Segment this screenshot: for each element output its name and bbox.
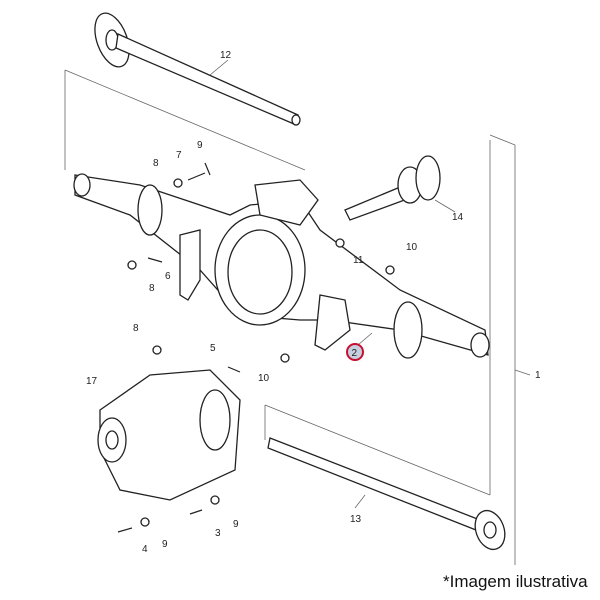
label-8[interactable]: 8 xyxy=(149,283,155,294)
label-10[interactable]: 10 xyxy=(406,242,418,253)
label-9[interactable]: 9 xyxy=(197,140,203,151)
part-labels: 12 9 7 8 14 11 10 6 8 2 1 8 5 10 17 13 9… xyxy=(86,50,541,555)
label-17[interactable]: 17 xyxy=(86,376,98,387)
label-6[interactable]: 6 xyxy=(165,271,171,282)
leader-lines xyxy=(209,59,456,509)
label-10[interactable]: 10 xyxy=(258,373,270,384)
label-8[interactable]: 8 xyxy=(133,323,139,334)
pinion-yoke xyxy=(344,155,441,221)
label-4[interactable]: 4 xyxy=(142,544,148,555)
label-11[interactable]: 11 xyxy=(353,255,364,266)
label-12[interactable]: 12 xyxy=(220,50,232,61)
axle-housing xyxy=(73,173,490,359)
label-8[interactable]: 8 xyxy=(153,158,159,169)
label-5[interactable]: 5 xyxy=(210,343,216,354)
bracket-lines xyxy=(64,69,531,565)
axle-shaft-upper xyxy=(94,12,301,126)
label-14[interactable]: 14 xyxy=(452,212,464,223)
label-2[interactable]: 2 xyxy=(352,348,358,359)
axle-shaft-lower xyxy=(267,437,506,551)
label-9[interactable]: 9 xyxy=(162,539,168,550)
label-1[interactable]: 1 xyxy=(535,370,541,381)
fasteners xyxy=(117,162,395,533)
illustrative-image-caption: *Imagem ilustrativa xyxy=(443,572,588,591)
label-9[interactable]: 9 xyxy=(233,519,239,530)
highlight-marker[interactable] xyxy=(346,343,364,361)
label-7[interactable]: 7 xyxy=(176,150,182,161)
differential-carrier xyxy=(97,369,241,501)
label-3[interactable]: 3 xyxy=(215,528,221,539)
label-13[interactable]: 13 xyxy=(350,514,362,525)
